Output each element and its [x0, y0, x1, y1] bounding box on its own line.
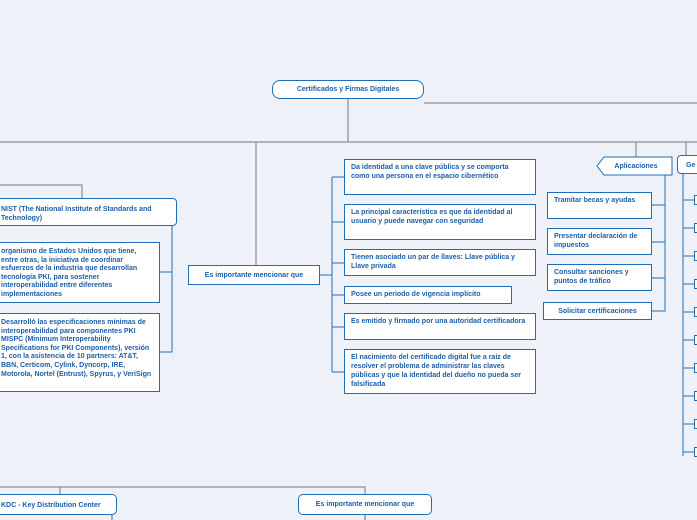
- app-item-3[interactable]: Consultar sanciones y puntos de tráfico: [547, 264, 652, 291]
- right-child-stub-8[interactable]: [694, 391, 697, 401]
- important-label-2: Es importante mencionar que: [315, 501, 415, 508]
- nist-specs: Desarrolló las especificaciones mínimas …: [1, 319, 152, 378]
- right-partial-label: Ge: [686, 162, 696, 169]
- right-child-stub-2[interactable]: [694, 223, 697, 233]
- app-item-2-text: Presentar declaración de impuestos: [554, 233, 638, 249]
- root-title: Certificados y Firmas Digitales: [296, 86, 400, 93]
- important-item-3-text: Tienen asociado un par de llaves: Llave …: [351, 254, 516, 270]
- right-child-stub-3[interactable]: [694, 251, 697, 261]
- root-node[interactable]: Certificados y Firmas Digitales: [272, 80, 424, 99]
- important-item-1[interactable]: Da identidad a una clave pública y se co…: [344, 159, 536, 195]
- kdc-label: KDC - Key Distribution Center: [1, 502, 101, 509]
- right-child-stub-7[interactable]: [694, 363, 697, 373]
- right-child-stub-6[interactable]: [694, 335, 697, 345]
- app-item-1-text: Tramitar becas y ayudas: [554, 197, 636, 204]
- kdc-node[interactable]: KDC - Key Distribution Center: [0, 494, 117, 515]
- important-item-6[interactable]: El nacimiento del certificado digital fu…: [344, 349, 536, 394]
- important-item-4[interactable]: Posee un periodo de vigencia implícito: [344, 286, 512, 304]
- important-item-2[interactable]: La principal característica es que da id…: [344, 204, 536, 240]
- app-item-4-text: Solicitar certificaciones: [558, 307, 637, 315]
- applications-label: Aplicaciones: [614, 162, 658, 170]
- right-partial-node[interactable]: Ge: [677, 155, 697, 174]
- nist-title-node[interactable]: NIST (The National Institute of Standard…: [0, 198, 177, 226]
- right-child-stub-4[interactable]: [694, 279, 697, 289]
- important-node[interactable]: Es importante mencionar que: [188, 265, 320, 285]
- app-item-1[interactable]: Tramitar becas y ayudas: [547, 192, 652, 219]
- important-item-3[interactable]: Tienen asociado un par de llaves: Llave …: [344, 249, 536, 276]
- nist-specs-node[interactable]: Desarrolló las especificaciones mínimas …: [0, 313, 160, 392]
- important-label: Es importante mencionar que: [204, 271, 304, 279]
- important-node-2[interactable]: Es importante mencionar que: [298, 494, 432, 515]
- right-child-stub-9[interactable]: [694, 419, 697, 429]
- applications-tag-shape: [596, 156, 673, 176]
- important-item-2-text: La principal característica es que da id…: [351, 209, 513, 225]
- important-item-5[interactable]: Es emitido y firmado por una autoridad c…: [344, 313, 536, 340]
- app-item-2[interactable]: Presentar declaración de impuestos: [547, 228, 652, 255]
- right-child-stub-1[interactable]: [694, 195, 697, 205]
- nist-description: organismo de Estados Unidos que tiene, e…: [1, 248, 138, 298]
- important-item-1-text: Da identidad a una clave pública y se co…: [351, 164, 509, 180]
- nist-description-node[interactable]: organismo de Estados Unidos que tiene, e…: [0, 242, 160, 303]
- important-item-5-text: Es emitido y firmado por una autoridad c…: [351, 318, 526, 325]
- right-child-stub-10[interactable]: [694, 447, 697, 457]
- applications-node[interactable]: Aplicaciones: [600, 157, 672, 175]
- app-item-3-text: Consultar sanciones y puntos de tráfico: [554, 269, 629, 285]
- important-item-4-text: Posee un periodo de vigencia implícito: [351, 291, 481, 298]
- right-child-stub-5[interactable]: [694, 307, 697, 317]
- app-item-4[interactable]: Solicitar certificaciones: [543, 302, 652, 320]
- important-item-6-text: El nacimiento del certificado digital fu…: [351, 354, 521, 388]
- nist-title: NIST (The National Institute of Standard…: [1, 206, 152, 222]
